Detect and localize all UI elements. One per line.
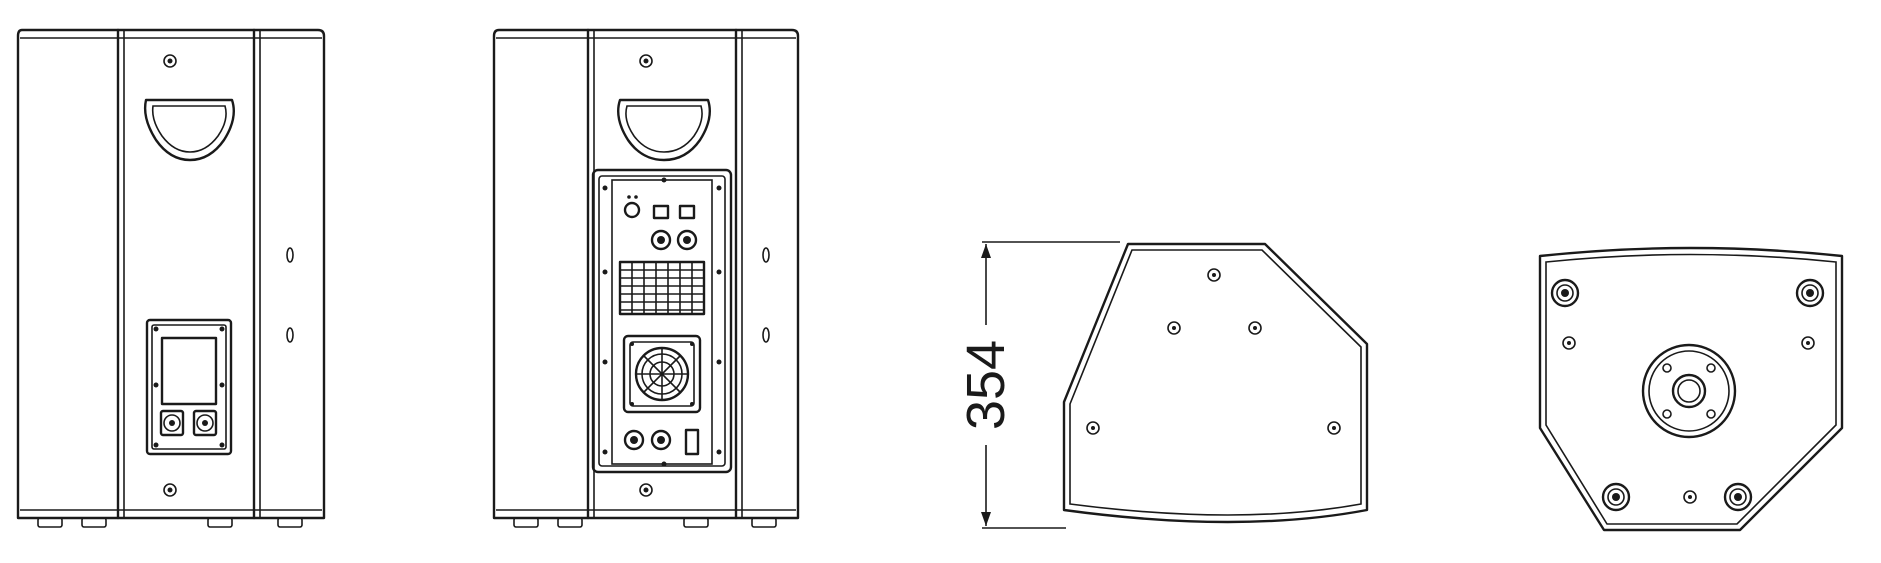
rear-view-active (492, 28, 800, 528)
power-in (623, 429, 645, 451)
top-view (1538, 246, 1844, 532)
dimension-label: 354 (956, 340, 1016, 430)
switch (652, 204, 670, 220)
speakon-socket (192, 409, 218, 437)
screw (163, 54, 177, 68)
switch (678, 204, 696, 220)
mount-hole (1207, 268, 1221, 282)
power-out (650, 429, 672, 451)
dimension-arrow (981, 512, 991, 526)
volume-knob (623, 201, 641, 219)
foot (277, 517, 303, 528)
mount-hole (1562, 336, 1576, 350)
label-area (160, 336, 218, 406)
side-view: 354 (956, 241, 1369, 529)
foot (683, 517, 709, 528)
mount-hole (1167, 321, 1181, 335)
input-panel (145, 318, 233, 456)
foot (557, 517, 583, 528)
foot (513, 517, 539, 528)
pole-mount (1641, 343, 1737, 439)
side-profile (1062, 242, 1369, 524)
foot (207, 517, 233, 528)
mount-hole (1801, 336, 1815, 350)
rigging-point (1795, 278, 1825, 308)
rigging-point (1723, 482, 1753, 512)
foot (751, 517, 777, 528)
mount-hole (1327, 421, 1341, 435)
foot (37, 517, 63, 528)
handle (143, 98, 235, 162)
dimension-arrow (981, 244, 991, 258)
heat-sink (618, 260, 706, 316)
cabinet-outline (16, 28, 326, 520)
cabinet-outline (492, 28, 800, 520)
xlr-input (650, 229, 672, 251)
screw (639, 483, 653, 497)
rigging-point (1550, 278, 1580, 308)
rear-view-passive (16, 28, 326, 528)
foot (81, 517, 107, 528)
handle (617, 98, 711, 162)
xlr-output (676, 229, 698, 251)
cooling-fan (622, 334, 702, 414)
mount-hole (1248, 321, 1262, 335)
speakon-socket (159, 409, 185, 437)
screw (639, 54, 653, 68)
fly-point (762, 327, 770, 343)
fly-point (762, 247, 770, 263)
power-switch (684, 428, 700, 456)
mount-hole (1086, 421, 1100, 435)
screw (163, 483, 177, 497)
fly-point (286, 327, 294, 343)
mount-hole (1683, 490, 1697, 504)
amplifier-module (591, 168, 733, 474)
top-profile (1538, 246, 1844, 532)
fly-point (286, 247, 294, 263)
rigging-point (1601, 482, 1631, 512)
